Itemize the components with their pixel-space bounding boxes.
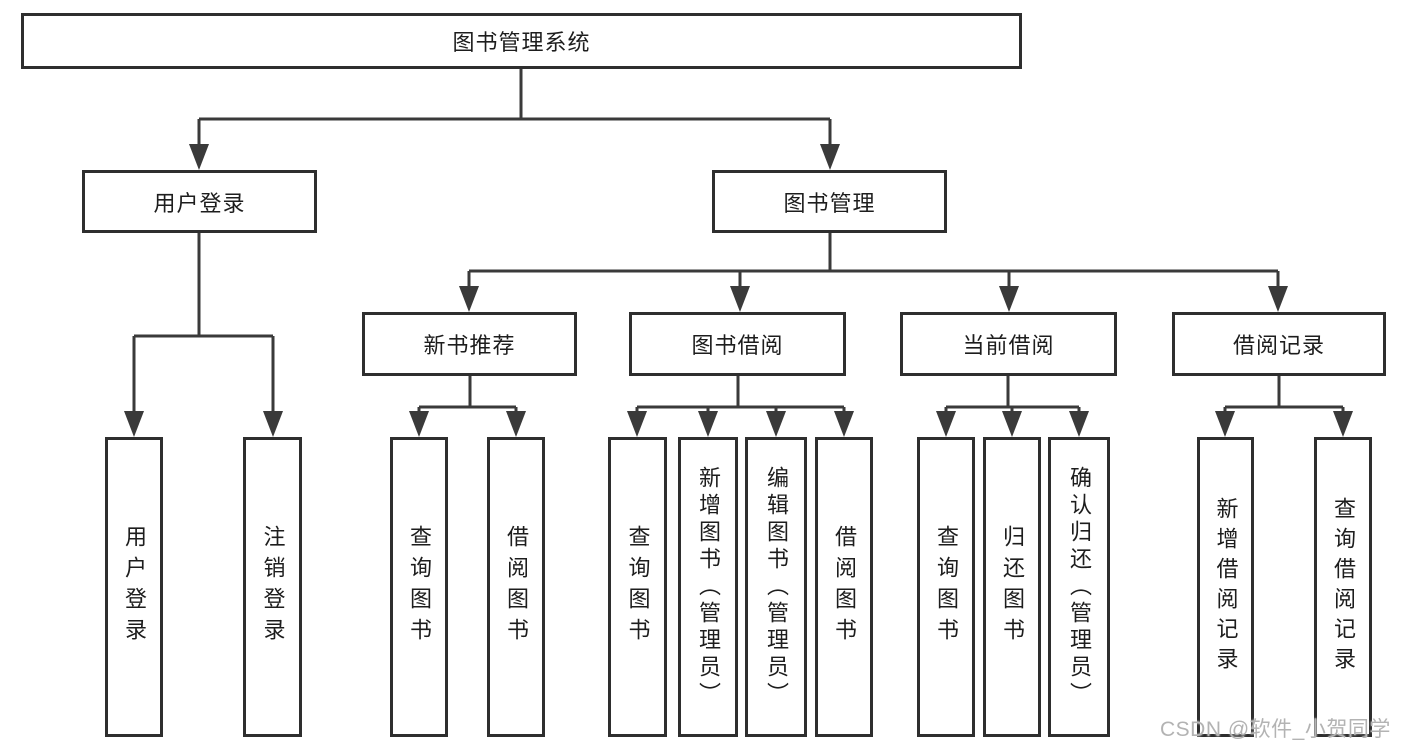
arrowhead — [936, 411, 956, 437]
leaf-add-borrow-record: 新增借阅记录 — [1197, 437, 1254, 737]
leaf-query-books-3: 查询图书 — [917, 437, 975, 737]
arrowhead — [459, 286, 479, 312]
arrowhead — [1069, 411, 1089, 437]
connector-current-to-leaves — [944, 376, 1081, 415]
leaf-return-books: 归还图书 — [983, 437, 1041, 737]
arrowhead — [820, 144, 840, 170]
arrowhead — [409, 411, 429, 437]
leaf-edit-book-admin: 编辑图书（管理员） — [745, 437, 807, 737]
node-user-login-label: 用户登录 — [153, 190, 246, 216]
node-borrow-records-label: 借阅记录 — [1232, 333, 1325, 358]
node-book-management: 图书管理 — [712, 170, 947, 233]
leaf-query-borrow-record: 查询借阅记录 — [1314, 437, 1372, 737]
arrowhead — [1333, 411, 1353, 437]
leaf-query-books-2-label: 查询图书 — [625, 525, 651, 649]
arrowhead — [999, 286, 1019, 312]
arrowhead — [698, 411, 718, 437]
arrowhead — [189, 144, 209, 170]
node-new-book-recommend: 新书推荐 — [362, 312, 577, 376]
arrowhead — [263, 411, 283, 437]
arrowhead — [124, 411, 144, 437]
arrowhead — [627, 411, 647, 437]
leaf-query-books-3-label: 查询图书 — [934, 525, 959, 649]
node-current-borrow-label: 当前借阅 — [962, 333, 1055, 358]
leaf-query-borrow-record-label: 查询借阅记录 — [1331, 497, 1356, 677]
arrowhead — [730, 286, 750, 312]
arrowhead — [834, 411, 854, 437]
connector-newbooks-to-leaves — [417, 376, 518, 415]
leaf-confirm-return-admin-label: 确认归还（管理员） — [1067, 465, 1092, 709]
leaf-add-book-admin-label: 新增图书（管理员） — [696, 465, 721, 709]
leaf-logout: 注销登录 — [243, 437, 302, 737]
leaf-logout-label: 注销登录 — [260, 525, 286, 649]
leaf-borrow-books-2: 借阅图书 — [815, 437, 873, 737]
arrowhead — [1268, 286, 1288, 312]
node-borrow-records: 借阅记录 — [1172, 312, 1386, 376]
leaf-query-books-1-label: 查询图书 — [407, 525, 432, 649]
connector-bookmgmt-to-level3 — [467, 233, 1280, 290]
leaf-add-book-admin: 新增图书（管理员） — [678, 437, 738, 737]
leaf-add-borrow-record-label: 新增借阅记录 — [1213, 497, 1239, 677]
csdn-watermark: CSDN @软件_小贺同学 — [1160, 718, 1391, 741]
leaf-query-books-2: 查询图书 — [608, 437, 667, 737]
node-user-login: 用户登录 — [82, 170, 317, 233]
leaf-borrow-books-1-label: 借阅图书 — [504, 525, 529, 649]
connector-root-to-level2 — [197, 69, 832, 148]
connector-userlogin-to-leaves — [132, 233, 275, 415]
leaf-return-books-label: 归还图书 — [1000, 525, 1025, 649]
arrowhead — [1215, 411, 1235, 437]
node-book-borrow: 图书借阅 — [629, 312, 846, 376]
node-library-system: 图书管理系统 — [21, 13, 1022, 69]
node-book-management-label: 图书管理 — [783, 190, 876, 216]
arrowhead — [766, 411, 786, 437]
node-new-book-recommend-label: 新书推荐 — [423, 333, 516, 358]
arrowhead — [1002, 411, 1022, 437]
node-book-borrow-label: 图书借阅 — [691, 333, 784, 358]
leaf-borrow-books-2-label: 借阅图书 — [832, 525, 857, 649]
leaf-borrow-books-1: 借阅图书 — [487, 437, 545, 737]
connector-records-to-leaves — [1223, 376, 1345, 415]
leaf-query-books-1: 查询图书 — [390, 437, 448, 737]
leaf-user-login: 用户登录 — [105, 437, 163, 737]
leaf-user-login-label: 用户登录 — [122, 525, 147, 649]
connector-borrow-to-leaves — [635, 376, 846, 415]
arrowhead — [506, 411, 526, 437]
node-current-borrow: 当前借阅 — [900, 312, 1117, 376]
leaf-confirm-return-admin: 确认归还（管理员） — [1048, 437, 1110, 737]
node-library-system-label: 图书管理系统 — [452, 30, 591, 55]
leaf-edit-book-admin-label: 编辑图书（管理员） — [764, 465, 789, 709]
